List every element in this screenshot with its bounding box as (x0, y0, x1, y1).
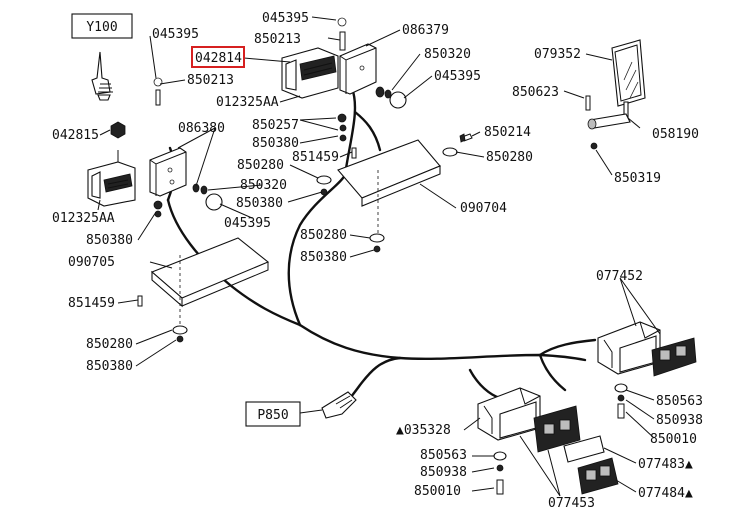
label-077453: 077453 (548, 496, 595, 511)
hardware-stack-right-icon (614, 383, 628, 419)
label-850280-right: 850280 (486, 150, 533, 165)
fastener-stack-850257-icon (337, 113, 347, 142)
bolt-850213-left-icon (153, 77, 163, 106)
hex-nut-042815-icon (110, 121, 126, 139)
label-850563-left: 850563 (420, 448, 467, 463)
label-850214: 850214 (484, 125, 531, 140)
label-045395-right: 045395 (434, 69, 481, 84)
label-850257: 850257 (252, 118, 299, 133)
bolt-850214-icon (459, 133, 473, 143)
mounting-plate-090704 (337, 139, 441, 238)
label-090704: 090704 (460, 201, 507, 216)
mirror-arm-058190 (587, 101, 631, 130)
bolt-850213-right-icon (337, 17, 347, 51)
label-035328: ▲035328 (396, 423, 451, 438)
label-086380: 086380 (178, 121, 225, 136)
cap-045395-left-icon (205, 193, 223, 211)
washers-850320-right-icon (375, 86, 392, 99)
cap-045395-right-icon (389, 91, 407, 109)
gasket-077483 (563, 435, 605, 463)
label-850010-right: 850010 (650, 432, 697, 447)
washer-850280-right-icon (369, 233, 385, 253)
label-850280-left: 850280 (86, 337, 133, 352)
left-work-lamp (87, 150, 136, 207)
washer-850280-upper-icon (442, 147, 458, 157)
label-850380-mid: 850380 (236, 196, 283, 211)
callout-p850-label: P850 (257, 408, 288, 423)
nut-850319-icon (590, 142, 598, 150)
highlight-box (191, 46, 245, 68)
label-850938-left: 850938 (420, 465, 467, 480)
lens-077484 (577, 457, 619, 495)
label-850380-bottom: 850380 (86, 359, 133, 374)
label-850623: 850623 (512, 85, 559, 100)
washers-850320-left-icon (192, 183, 208, 195)
leader-lines (97, 16, 661, 497)
left-bracket-086380 (149, 147, 187, 197)
label-850010-left: 850010 (414, 484, 461, 499)
label-058190: 058190 (652, 127, 699, 142)
label-086379: 086379 (402, 23, 449, 38)
callout-y100-label: Y100 (86, 20, 117, 35)
label-850319: 850319 (614, 171, 661, 186)
label-850380-right: 850380 (300, 250, 347, 265)
label-012325AA-left: 012325AA (52, 211, 115, 226)
label-850280-lower: 850280 (300, 228, 347, 243)
mounting-plate-090705 (150, 237, 270, 330)
label-077452: 077452 (596, 269, 643, 284)
cable-harness (166, 86, 597, 407)
label-079352: 079352 (534, 47, 581, 62)
label-045395-lower: 045395 (224, 216, 271, 231)
part-labels: 045395 086379 850213 850320 045395 04539… (52, 11, 703, 511)
label-850320-top: 850320 (424, 47, 471, 62)
washer-850280-mid-icon (316, 175, 332, 196)
label-077483: 077483▲ (638, 457, 693, 472)
label-851459-mid: 851459 (292, 150, 339, 165)
label-090705: 090705 (68, 255, 115, 270)
hardware-stack-left-icon (493, 451, 507, 495)
mirror-079352 (611, 39, 646, 107)
label-042815: 042815 (52, 128, 99, 143)
label-850213-top: 850213 (254, 32, 301, 47)
label-012325AA-right: 012325AA (216, 95, 279, 110)
pointer-hand-y100-icon (91, 51, 113, 101)
label-045395-top: 045395 (262, 11, 309, 26)
label-850320-left: 850320 (240, 178, 287, 193)
label-850280-mid: 850280 (237, 158, 284, 173)
screw-851459-right-icon (351, 147, 357, 159)
callout-p850: P850 (245, 401, 301, 427)
right-bracket-086379 (339, 43, 377, 95)
label-850563-right: 850563 (656, 394, 703, 409)
washer-850380-left-icon (153, 200, 163, 218)
label-851459-left: 851459 (68, 296, 115, 311)
label-850380-left: 850380 (86, 233, 133, 248)
right-work-lamp (281, 47, 339, 99)
label-850213-left: 850213 (187, 73, 234, 88)
tail-light-077453 (477, 387, 581, 453)
pointer-hand-p850-icon (321, 391, 357, 419)
bolt-850623-icon (585, 95, 591, 111)
label-042814: 042814 (195, 51, 242, 66)
label-850380-top: 850380 (252, 136, 299, 151)
label-077484: 077484▲ (638, 486, 693, 501)
label-045395-left: 045395 (152, 27, 199, 42)
washer-850280-left-icon (172, 325, 188, 343)
screw-851459-left-icon (137, 295, 143, 307)
callout-y100: Y100 (71, 13, 133, 39)
label-850938-right: 850938 (656, 413, 703, 428)
tail-light-077452 (597, 321, 697, 377)
